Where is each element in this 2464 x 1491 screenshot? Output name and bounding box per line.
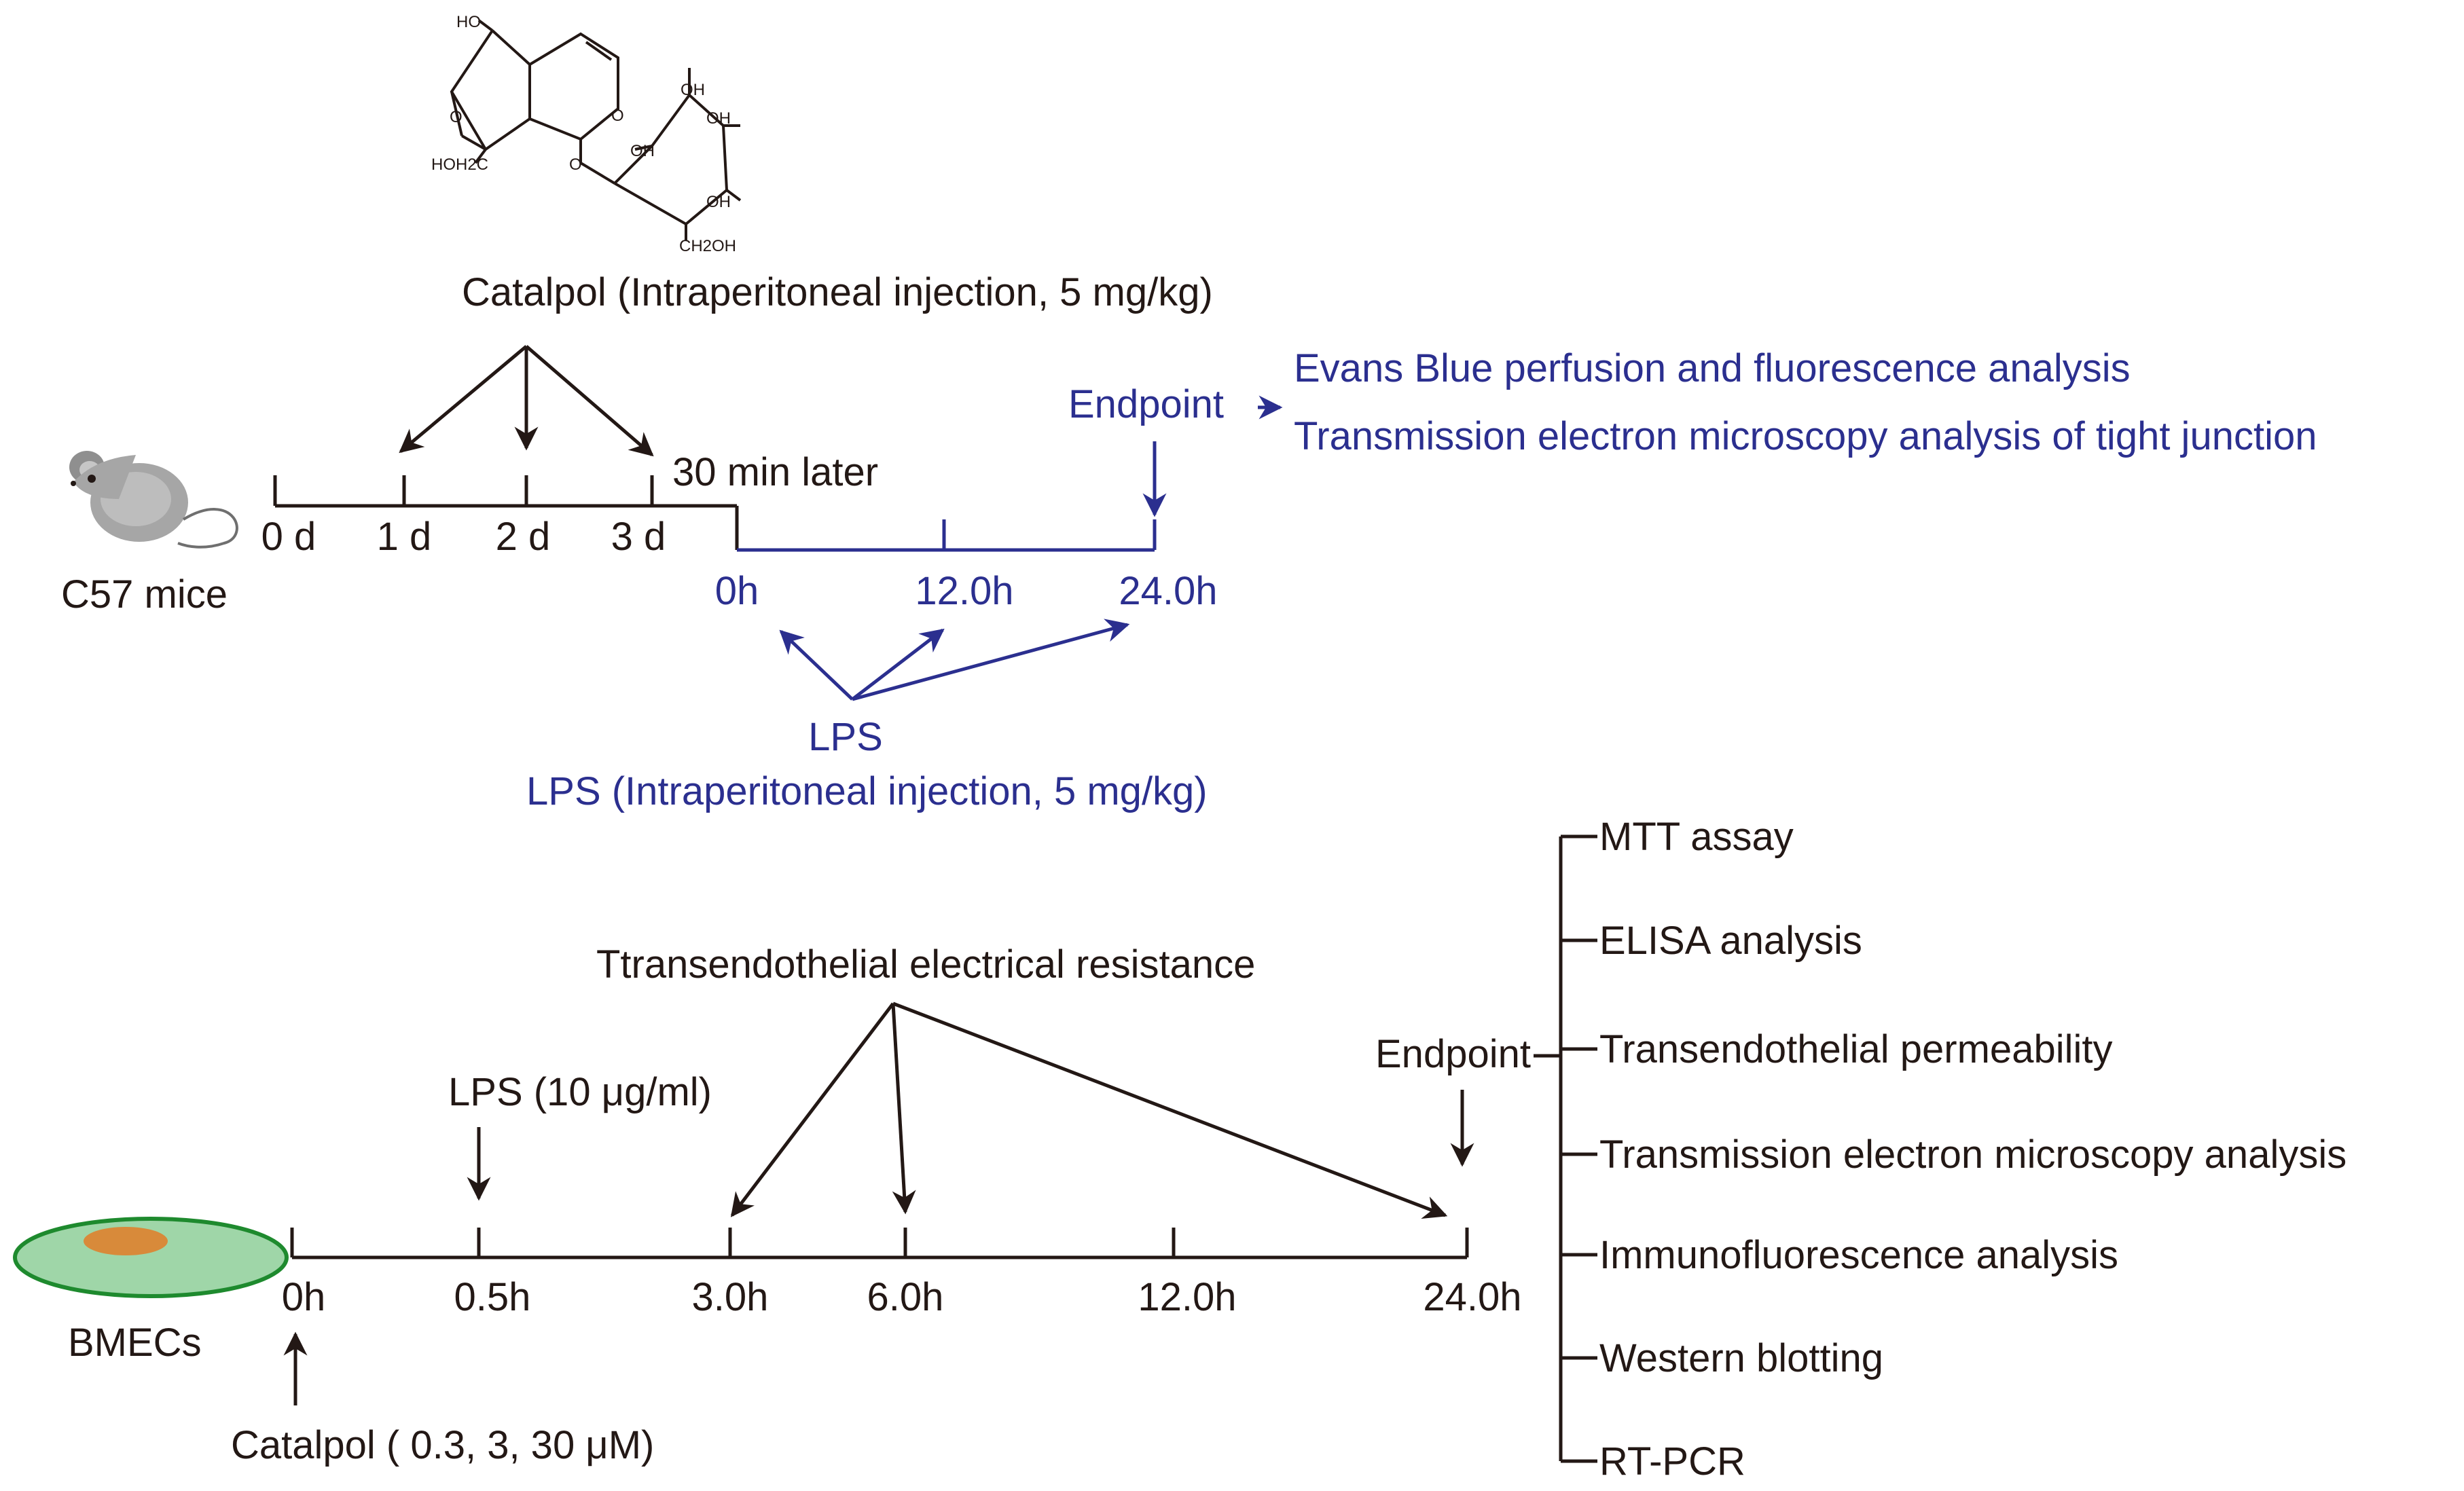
cell-hour-tick-label: 24.0h — [1423, 1275, 1521, 1319]
thirty-min-later-label: 30 min later — [672, 450, 878, 494]
cell-hour-tick-labels: 0h 0.5h 3.0h 6.0h 12.0h 24.0h — [282, 1275, 1522, 1319]
assay-item: Transendothelial permeability — [1599, 1027, 2112, 1071]
atom-label: HO — [456, 13, 481, 31]
day-tick-label: 0 d — [261, 515, 316, 559]
cell-lps-label: LPS (10 μg/ml) — [448, 1070, 712, 1114]
endpoint-result: Transmission electron microscopy analysi… — [1294, 414, 2317, 458]
assay-bracket — [1534, 834, 1597, 1463]
atom-label: OH — [706, 109, 731, 128]
atom-label: OH — [681, 81, 705, 99]
assay-list: MTT assay ELISA analysis Transendothelia… — [1599, 815, 2347, 1484]
atom-label: O — [450, 108, 463, 126]
assay-item: MTT assay — [1599, 815, 1794, 859]
lps-arrows — [779, 619, 1130, 701]
day-tick-label: 2 d — [496, 515, 551, 559]
catalpol-arrows — [399, 345, 654, 457]
mouse-endpoint-results: Evans Blue perfusion and fluorescence an… — [1294, 346, 2317, 458]
assay-item: ELISA analysis — [1599, 919, 1862, 963]
endpoint-result: Evans Blue perfusion and fluorescence an… — [1294, 346, 2131, 390]
lps-injection-label: LPS (Intraperitoneal injection, 5 mg/kg) — [526, 769, 1208, 813]
atom-label: CH2OH — [679, 237, 736, 255]
catalpol-injection-label: Catalpol (Intraperitoneal injection, 5 m… — [462, 270, 1213, 314]
day-timeline — [273, 475, 739, 550]
hour-tick-labels: 0h 12.0h 24.0h — [715, 569, 1218, 613]
day-tick-labels: 0 d 1 d 2 d 3 d — [261, 515, 666, 559]
cell-dish-icon — [13, 1217, 289, 1298]
cell-hour-tick-label: 0h — [282, 1275, 326, 1319]
cell-hour-tick-label: 3.0h — [692, 1275, 769, 1319]
atom-label: OH — [706, 193, 731, 211]
atom-label: HOH2C — [431, 155, 488, 174]
teer-label: Ttransendothelial electrical resistance — [596, 942, 1255, 987]
cell-hour-tick-label: 0.5h — [454, 1275, 531, 1319]
atom-label: O — [611, 107, 624, 125]
hour-tick-label: 0h — [715, 569, 759, 613]
teer-arrows — [730, 1001, 1448, 1219]
atom-label: O — [569, 155, 582, 174]
day-tick-label: 3 d — [611, 515, 666, 559]
endpoint-arrows — [1142, 395, 1283, 517]
bmecs-label: BMECs — [68, 1321, 202, 1365]
assay-item: Western blotting — [1599, 1336, 1883, 1380]
catalpol-structure — [450, 19, 742, 241]
hour-tick-label: 24.0h — [1119, 569, 1217, 613]
c57-mice-label: C57 mice — [61, 572, 228, 616]
assay-item: Immunofluorescence analysis — [1599, 1233, 2118, 1277]
cell-catalpol-label: Catalpol ( 0.3, 3, 30 μM) — [231, 1423, 654, 1467]
hour-tick-label: 12.0h — [915, 569, 1013, 613]
assay-item: Transmission electron microscopy analysi… — [1599, 1133, 2347, 1177]
cell-hour-tick-label: 12.0h — [1138, 1275, 1236, 1319]
mouse-icon — [69, 451, 238, 549]
cell-hour-tick-label: 6.0h — [867, 1275, 944, 1319]
hour-timeline — [737, 519, 1157, 552]
cell-endpoint-label: Endpoint — [1375, 1032, 1531, 1076]
lps-short-label: LPS — [808, 715, 883, 759]
cell-hour-timeline — [290, 1228, 1469, 1259]
mouse-endpoint-label: Endpoint — [1068, 382, 1224, 426]
atom-label: OH — [630, 142, 655, 160]
catalpol-atom-labels: HO O O O OH OH OH OH HOH2C CH2OH — [431, 13, 736, 255]
assay-item: RT-PCR — [1599, 1439, 1745, 1484]
day-tick-label: 1 d — [377, 515, 432, 559]
